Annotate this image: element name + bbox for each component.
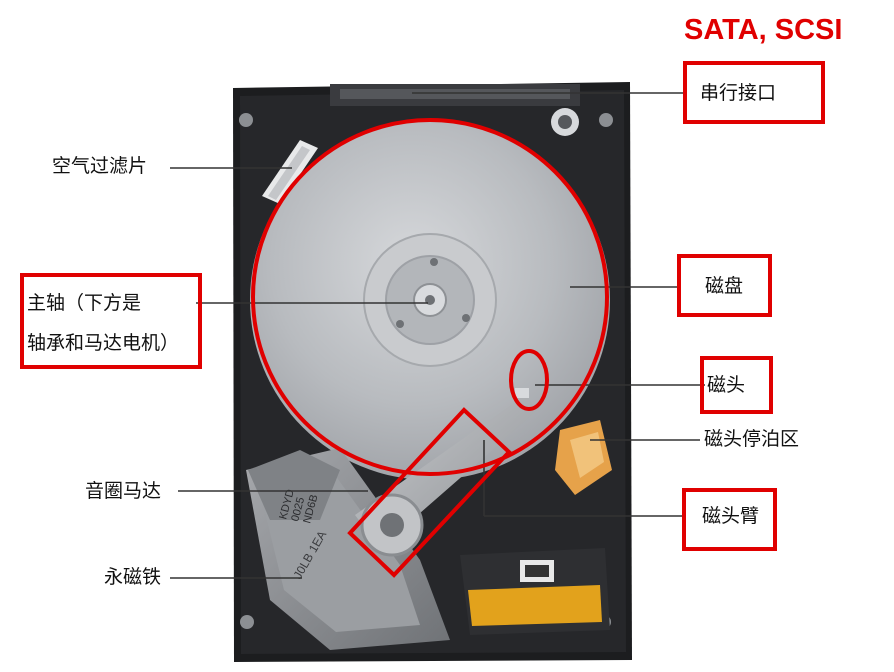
head-parking-ramp xyxy=(555,420,612,495)
label-platter: 磁盘 xyxy=(705,275,744,297)
arm-highlight-box xyxy=(347,407,512,578)
air-filter xyxy=(262,140,318,204)
label-head-arm: 磁头臂 xyxy=(702,505,760,527)
platter-box xyxy=(677,254,772,317)
head-highlight-ellipse xyxy=(509,349,549,411)
label-head: 磁头 xyxy=(707,374,746,396)
interface-box xyxy=(683,61,825,124)
label-air-filter: 空气过滤片 xyxy=(52,155,148,177)
label-voice-coil-motor: 音圈马达 xyxy=(85,480,162,502)
label-spindle-1: 主轴（下方是 xyxy=(27,292,142,314)
callout-lines xyxy=(170,92,705,579)
label-head-parking: 磁头停泊区 xyxy=(704,428,800,450)
flex-cable xyxy=(460,548,610,635)
head-box xyxy=(700,356,773,414)
head-arm-box xyxy=(682,488,777,551)
platter-highlight-circle xyxy=(251,118,609,476)
spindle-box xyxy=(20,273,202,369)
label-permanent-magnet: 永磁铁 xyxy=(104,566,162,588)
read-write-head xyxy=(515,388,529,398)
voice-coil-motor: KDYD 0025 ND6B xyxy=(248,450,340,525)
label-spindle-2: 轴承和马达电机） xyxy=(27,332,180,354)
label-interface: 串行接口 xyxy=(700,82,777,104)
interface-title: SATA, SCSI xyxy=(684,14,843,46)
